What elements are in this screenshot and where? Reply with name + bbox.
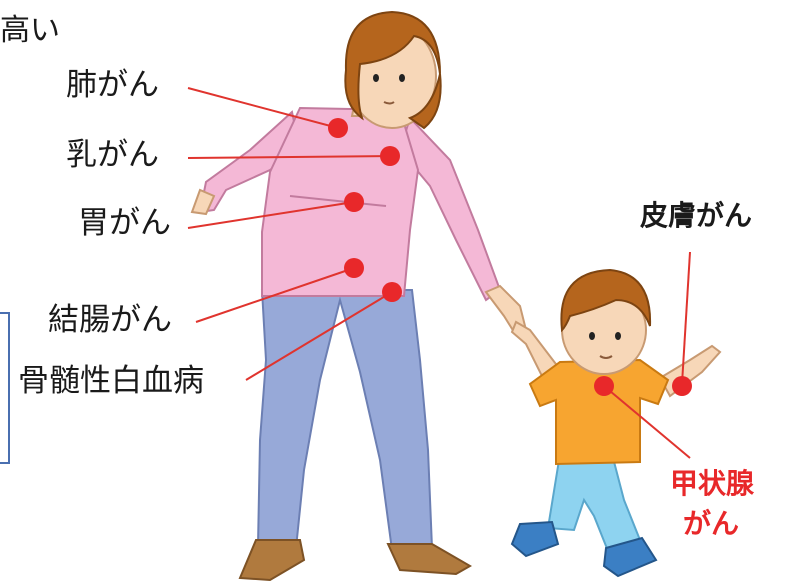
leader-lines xyxy=(187,87,691,459)
label-thyroid-cancer-line2: がん xyxy=(683,507,740,540)
fragment-text: 高い xyxy=(0,13,60,48)
leader-line-lung xyxy=(187,87,339,129)
label-breast-cancer: 乳がん xyxy=(66,137,159,173)
dot-leukemia xyxy=(382,282,402,302)
label-skin-cancer: 皮膚がん xyxy=(640,199,753,232)
dot-lung xyxy=(328,118,348,138)
label-stomach-cancer: 胃がん xyxy=(78,205,171,241)
leader-line-leukemia xyxy=(245,291,393,381)
label-lung-cancer: 肺がん xyxy=(66,67,159,103)
label-thyroid-cancer-line1: 甲状腺 xyxy=(670,467,755,500)
marker-dots xyxy=(328,118,692,396)
leader-line-skin xyxy=(681,251,691,385)
left-frame-fragment xyxy=(0,312,10,464)
leader-line-breast xyxy=(187,155,391,159)
child-figure xyxy=(510,268,722,578)
dot-thyroid xyxy=(594,376,614,396)
label-myeloid-leukemia: 骨髄性白血病 xyxy=(18,363,204,399)
leader-line-stomach xyxy=(187,201,355,229)
leader-line-thyroid xyxy=(603,385,691,459)
label-colon-cancer: 結腸がん xyxy=(48,302,172,338)
dot-skin xyxy=(672,376,692,396)
dot-stomach xyxy=(344,192,364,212)
mother-figure xyxy=(190,10,528,582)
dot-colon xyxy=(344,258,364,278)
dot-breast xyxy=(380,146,400,166)
leader-line-colon xyxy=(195,267,355,323)
